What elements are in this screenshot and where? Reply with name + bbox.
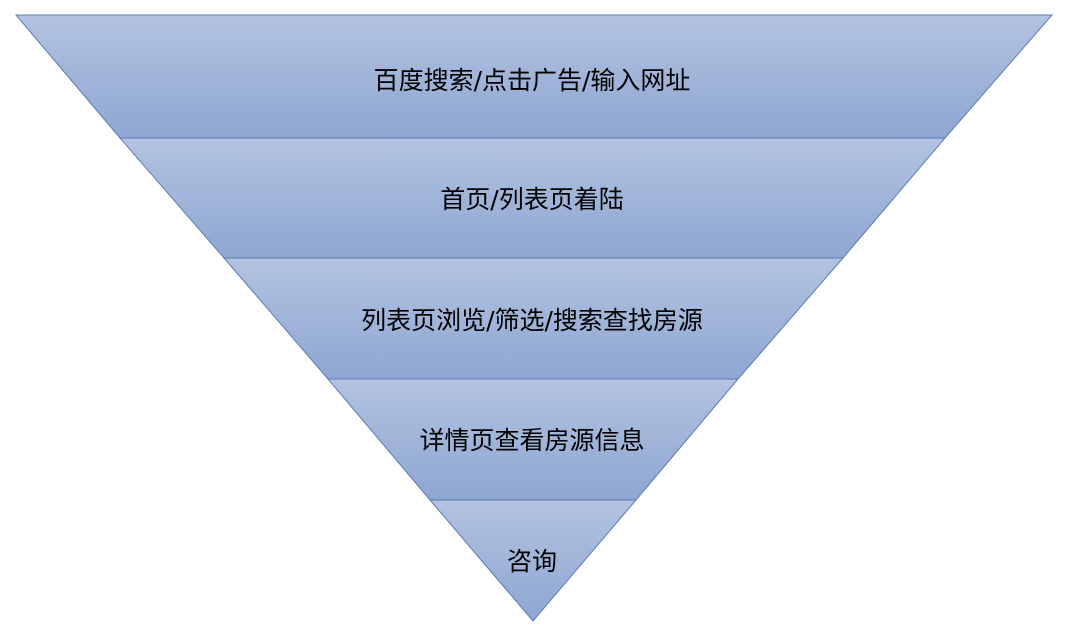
funnel-stage-3-label: 列表页浏览/筛选/搜索查找房源 [361, 306, 703, 335]
funnel-stage-2-label: 首页/列表页着陆 [440, 185, 623, 214]
funnel-stage-5: 咨询 [428, 499, 638, 622]
funnel-stage-1: 百度搜索/点击广告/输入网址 [14, 14, 1054, 139]
funnel-stage-5-label: 咨询 [507, 547, 557, 576]
funnel-stage-1-label: 百度搜索/点击广告/输入网址 [374, 66, 691, 95]
funnel-stage-4: 详情页查看房源信息 [326, 378, 740, 501]
funnel-stage-3: 列表页浏览/筛选/搜索查找房源 [222, 257, 845, 380]
funnel-stage-2: 首页/列表页着陆 [118, 137, 947, 259]
funnel-stage-5-shape [428, 499, 638, 622]
funnel-stage-4-label: 详情页查看房源信息 [419, 426, 644, 455]
